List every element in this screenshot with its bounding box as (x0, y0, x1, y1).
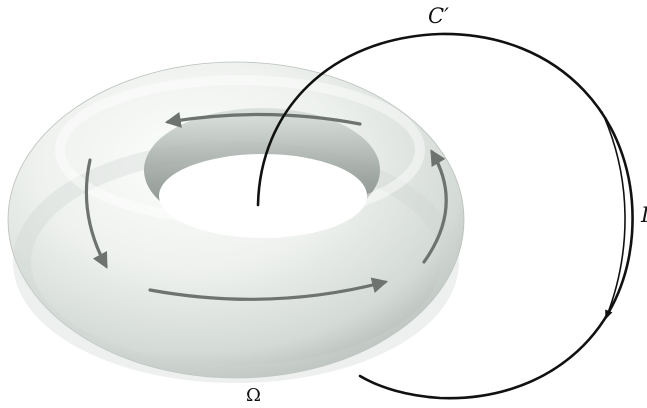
surface-label: Ω (246, 385, 261, 406)
torus-surface (7, 61, 465, 383)
side-label: I (640, 203, 647, 227)
flow-arrow-bottom (148, 277, 389, 301)
torus-hole (159, 154, 367, 238)
linking-curve (256, 32, 634, 400)
flow-arrows (84, 112, 448, 301)
flow-arrow-right (422, 149, 448, 264)
direction-arrow (601, 111, 626, 320)
flow-arrow-left (84, 158, 108, 269)
curve-label: C′ (428, 4, 449, 28)
flow-arrow-top (164, 112, 362, 128)
